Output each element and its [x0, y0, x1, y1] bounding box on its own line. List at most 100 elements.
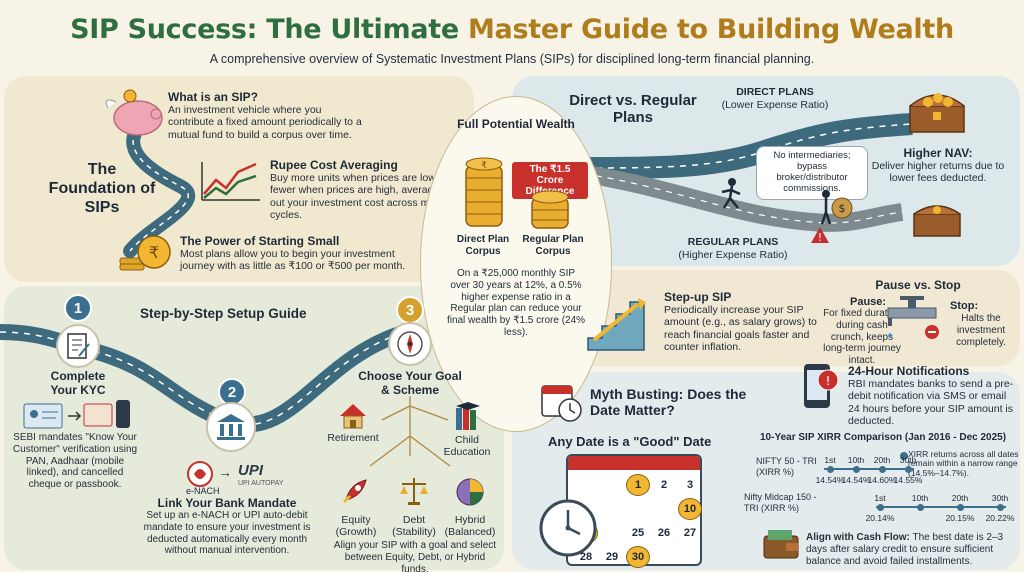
calendar-day: 26 — [657, 527, 671, 539]
xirr-date-label: 20th — [951, 493, 969, 503]
rocket-icon — [340, 476, 372, 511]
calendar-day — [626, 498, 650, 520]
step-1-title: Complete Your KYC — [50, 369, 106, 397]
xirr-value-label: 14.60% — [867, 475, 897, 485]
stepup-body: Periodically increase your SIP amount (e… — [664, 304, 817, 354]
books-icon — [452, 402, 482, 437]
svg-text:!: ! — [826, 374, 831, 388]
wallet-icon — [763, 530, 799, 559]
house-icon — [338, 402, 368, 436]
xirr-date-label: 30th — [991, 493, 1009, 503]
step-1-badge: 1 — [64, 294, 92, 322]
xirr-value-label: 20.22% — [985, 513, 1015, 523]
xirr-value-label: 14.54% — [841, 475, 871, 485]
svg-text:₹: ₹ — [149, 243, 159, 262]
xirr-date-label: 10th — [847, 455, 865, 465]
direct-plans-sub: (Lower Expense Ratio) — [721, 99, 829, 111]
small-start-title: The Power of Starting Small — [180, 234, 340, 248]
staircase-icon — [587, 298, 646, 351]
clock-icon — [539, 499, 597, 557]
broker-money-bag-icon: $ — [820, 190, 853, 225]
scheme-hybrid: Hybrid (Balanced) — [444, 514, 496, 539]
title-part-1: SIP Success: The Ultimate — [70, 14, 468, 45]
line-chart-icon — [201, 162, 260, 201]
step-1-body: SEBI mandates "Know Your Customer" verif… — [12, 432, 138, 491]
direct-corpus-label: Direct Plan Corpus — [456, 234, 510, 257]
calendar-day — [600, 498, 624, 520]
kyc-document-icon — [56, 324, 100, 368]
xirr-row-1-name: Nifty Midcap 150 - TRI (XIRR %) — [744, 492, 817, 513]
xirr-point — [827, 466, 834, 473]
xirr-value-label: 14.54% — [815, 475, 845, 485]
plans-heading: Direct vs. Regular Plans — [569, 92, 697, 127]
step-2-title: Link Your Bank Mandate — [157, 496, 297, 510]
calendar-day: 3 — [686, 479, 694, 491]
piggy-bank-icon — [105, 89, 163, 136]
xirr-row-1-line — [876, 506, 1006, 508]
arrow-icon: → — [218, 464, 232, 480]
scales-icon — [398, 476, 430, 511]
what-is-sip-body: An investment vehicle where you contribu… — [168, 104, 362, 141]
upi-sub-label: UPI AUTOPAY — [238, 480, 284, 487]
calendar-day — [678, 546, 702, 568]
treasure-chest-icon — [909, 93, 965, 133]
pause-stop-title: Pause vs. Stop — [875, 278, 961, 292]
xirr-point — [957, 504, 964, 511]
notifications-body: RBI mandates banks to send a pre-debit n… — [848, 378, 1014, 428]
stop-label: Stop: — [950, 300, 979, 312]
compass-icon — [388, 322, 432, 366]
xirr-note: XIRR returns across all dates remain wit… — [908, 449, 1019, 478]
wealth-oval — [420, 96, 612, 432]
xirr-date-label: 20th — [873, 455, 891, 465]
myth-title: Myth Busting: Does the Date Matter? — [590, 386, 747, 419]
enach-logo-icon — [187, 461, 213, 487]
step-2-badge: 2 — [218, 378, 246, 406]
hybrid-pie-icon — [454, 476, 486, 513]
wealth-title: Full Potential Wealth — [457, 117, 575, 131]
xirr-point — [905, 466, 912, 473]
note-bullet — [900, 452, 908, 460]
xirr-value-label: 20.14% — [865, 513, 895, 523]
what-is-sip-title: What is an SIP? — [168, 90, 259, 104]
xirr-point — [853, 466, 860, 473]
xirr-value-label: 14.55% — [893, 475, 923, 485]
calendar-day: 28 — [579, 551, 593, 563]
calendar-day — [574, 474, 598, 496]
xirr-row-0-line — [824, 468, 914, 470]
step-3-badge: 3 — [396, 296, 424, 324]
person-walking-icon — [721, 178, 741, 209]
id-cards-icon — [23, 400, 130, 429]
cash-flow-title: Align with Cash Flow: — [806, 532, 910, 543]
intermediaries-bubble: No intermediaries; bypass broker/distrib… — [756, 146, 868, 200]
page-title: SIP Success: The Ultimate Master Guide t… — [0, 14, 1024, 45]
direct-corpus-coins-icon: ₹ — [465, 157, 503, 227]
phone-alert-icon: ! — [804, 364, 839, 408]
calendar-header — [568, 456, 700, 470]
scheme-equity: Equity (Growth) — [335, 514, 377, 539]
bank-icon — [206, 402, 256, 452]
calendar-day: 10 — [678, 498, 702, 520]
setup-heading: Step-by-Step Setup Guide — [140, 306, 307, 321]
any-date-label: Any Date is a "Good" Date — [548, 434, 712, 449]
svg-text:$: $ — [839, 202, 846, 215]
foundation-road — [123, 109, 196, 258]
rca-title: Rupee Cost Averaging — [270, 158, 398, 172]
xirr-date-label: 1st — [874, 493, 886, 503]
xirr-row-0-name: NIFTY 50 - TRI (XIRR %) — [756, 456, 817, 477]
calendar-day: 1 — [626, 474, 650, 496]
stop-body: Halts the investment completely. — [956, 313, 1006, 348]
higher-nav-body: Deliver higher returns due to lower fees… — [871, 160, 1005, 185]
small-chest-icon — [913, 205, 961, 237]
xirr-date-label: 1st — [824, 455, 836, 465]
regular-plans-title: REGULAR PLANS — [687, 236, 779, 248]
step-2-body: Set up an e-NACH or UPI auto-debit manda… — [143, 510, 311, 557]
regular-plans-sub: (Higher Expense Ratio) — [678, 249, 788, 261]
wealth-body: On a ₹25,000 monthly SIP over 30 years a… — [446, 268, 586, 338]
xirr-title: 10-Year SIP XIRR Comparison (Jan 2016 - … — [760, 432, 1007, 443]
calendar-day: 2 — [660, 479, 668, 491]
tap-icon — [887, 296, 939, 339]
xirr-point — [879, 466, 886, 473]
foundation-panel — [4, 76, 474, 282]
svg-text:₹: ₹ — [481, 161, 487, 171]
scheme-debt: Debt (Stability) — [392, 514, 436, 539]
